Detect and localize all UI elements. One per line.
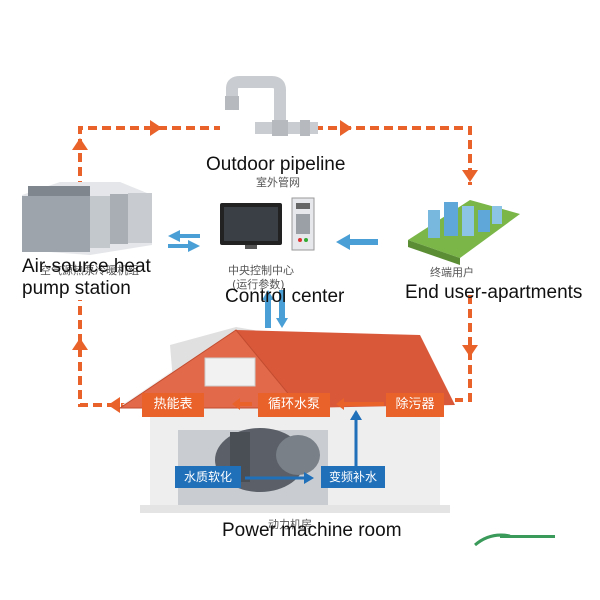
heat-pump-cn-label: 空气源热泵冷暖机组 (40, 264, 139, 277)
heat-pump-graphic (22, 182, 152, 255)
end-user-graphic (408, 200, 520, 265)
loop-segment-top-left (78, 126, 220, 190)
outdoor-pipeline-label: Outdoor pipeline (206, 154, 346, 175)
heat-meter-box: 热能表 (142, 393, 204, 417)
control-arrows (168, 230, 378, 328)
power-room-cn-label: 动力机房 (268, 518, 312, 531)
end-user-label: End user-apartments (405, 282, 583, 303)
loop-arrows (72, 120, 478, 413)
end-user-cn-label: 终端用户 (430, 266, 474, 279)
corner-logo (474, 533, 555, 547)
power-room-label: Power machine room (222, 520, 402, 541)
loop-segment-right (455, 295, 472, 402)
water-softening-box: 水质软化 (175, 466, 241, 488)
loop-segment-left (78, 300, 130, 407)
loop-segment-top-right (300, 126, 472, 185)
pipeline-graphic (225, 76, 318, 136)
heat-pump-label: Air-source heat pump station (22, 256, 151, 299)
circulation-pump-box: 循环水泵 (258, 393, 330, 417)
control-center-cn-label: 中央控制中心 (228, 264, 294, 277)
outer-loop (78, 126, 472, 407)
control-center-cn-sub-label: (运行参数) (232, 278, 285, 291)
outdoor-pipeline-cn-label: 室外管网 (256, 176, 300, 189)
room-arrows (232, 398, 384, 484)
vfd-makeup-box: 变频补水 (321, 466, 385, 488)
control-center-graphic (220, 197, 315, 251)
dirt-separator-box: 除污器 (386, 393, 444, 417)
control-center-label: Control center (225, 286, 345, 307)
house-graphic (118, 327, 455, 513)
